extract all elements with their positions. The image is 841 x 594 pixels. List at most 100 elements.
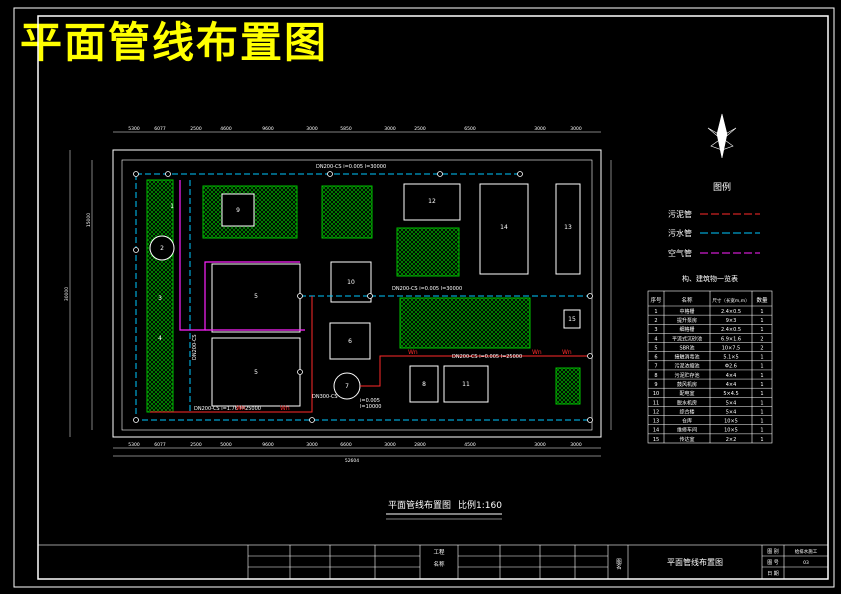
table-cell: 1	[760, 391, 763, 397]
table-cell: 10	[653, 391, 659, 397]
table-cell: 2×2	[726, 437, 737, 443]
dim-total: 52604	[345, 458, 359, 464]
unit-number: 14	[500, 224, 508, 231]
unit-number: 2	[160, 245, 164, 252]
drawing-name-label: 图名	[615, 557, 622, 571]
table-cell: 4×4	[726, 373, 737, 379]
unit-11	[443, 365, 489, 403]
pipe-label-tank-level: i=0.005	[360, 398, 380, 404]
dim-top: 5850	[340, 126, 352, 132]
table-cell: 8	[654, 373, 657, 379]
project-label: 工程	[433, 548, 445, 556]
table-cell: 10×5	[724, 428, 738, 434]
table-cell: 14	[653, 428, 659, 434]
table-cell: 污泥浓缩池	[674, 363, 699, 370]
unit-5b-sbr	[211, 337, 301, 407]
unit-number: 3	[158, 295, 162, 302]
table-cell: 6	[654, 355, 657, 361]
drawing-main-title: 平面管线布置图	[20, 18, 329, 67]
dim-top: 5300	[128, 126, 140, 132]
dim-left: 30000	[64, 287, 70, 301]
table-cell: 5.1×5	[723, 355, 738, 361]
unit-10	[330, 261, 372, 303]
table-header: 尺寸（长宽m,m）	[712, 297, 749, 304]
dim-bottom: 5300	[128, 442, 140, 448]
dim-top: 9600	[262, 126, 274, 132]
unit-number: 7	[345, 383, 349, 390]
unit-number: 6	[348, 338, 352, 345]
unit-number: 13	[564, 224, 572, 231]
table-cell: 1	[760, 428, 763, 434]
table-title: 构、建筑物一览表	[682, 274, 738, 283]
sludge-tag: Wn	[236, 405, 246, 412]
dim-bottom: 6077	[154, 442, 166, 448]
tb-row-value: 给排水施工	[795, 548, 818, 555]
plan-scale: 比例1:160	[458, 499, 502, 511]
table-cell: 2	[760, 345, 763, 351]
unit-number: 5	[254, 369, 258, 376]
legend-item: 污水管	[668, 228, 760, 238]
table-header: 数量	[756, 296, 768, 304]
dim-top: 3000	[306, 126, 318, 132]
table-cell: 鼓风机房	[677, 381, 697, 388]
unit-6	[329, 322, 371, 360]
table-cell: 9	[654, 382, 657, 388]
table-cell: 1	[654, 309, 657, 315]
table-cell: 2	[760, 336, 763, 342]
table-cell: 1	[760, 437, 763, 443]
project-value: 名称	[433, 560, 445, 568]
table-grid	[647, 290, 773, 444]
table-cell: 12	[653, 409, 659, 415]
pipe-label-tank: DN300-CS	[312, 394, 338, 400]
pipe-label-mid-right: DN200-CS i=0.005 l=25000	[452, 354, 522, 360]
table-cell: 维修车间	[677, 427, 697, 434]
unit-2-pump-circle	[149, 235, 175, 261]
table-cell: 提升泵房	[677, 317, 697, 324]
table-cell: 1	[760, 419, 763, 425]
table-cell: 细格栅	[679, 326, 694, 333]
table-cell: 传达室	[679, 436, 694, 443]
green-belt-d	[399, 297, 531, 349]
dim-left: 15000	[86, 213, 92, 227]
unit-8	[409, 365, 439, 403]
dim-top: 6500	[464, 126, 476, 132]
manholes	[133, 171, 593, 423]
unit-5a-sbr	[211, 263, 301, 333]
unit-number: 5	[254, 293, 258, 300]
dimension-lines	[69, 131, 612, 457]
dim-bottom: 3000	[306, 442, 318, 448]
unit-15	[563, 309, 581, 329]
dim-bottom: 3000	[570, 442, 582, 448]
table-cell: 7	[654, 364, 657, 370]
table-cell: 15	[653, 437, 659, 443]
dim-bottom: 4500	[464, 442, 476, 448]
drawing-name: 平面管线布置图	[667, 557, 723, 567]
table-cell: 配电室	[679, 390, 694, 397]
site-boundary-outer	[112, 149, 602, 438]
dim-top: 4600	[220, 126, 232, 132]
dim-bottom: 5000	[220, 442, 232, 448]
unit-12	[403, 183, 461, 221]
unit-9-blower-room	[221, 193, 255, 227]
unit-number: 15	[568, 316, 576, 323]
table-cell: 4×4	[726, 382, 737, 388]
plan-caption: 平面管线布置图	[388, 499, 451, 511]
green-belt-e	[555, 367, 581, 405]
table-cell: 平流式沉砂池	[672, 335, 702, 342]
table-cell: 3	[654, 327, 657, 333]
pipe-label-mid-left: DN200-CS i=0.005 l=30000	[392, 286, 462, 292]
unit-number: 10	[347, 279, 355, 286]
table-cell: 2.4×0.5	[721, 309, 741, 315]
table-cell: 1	[760, 355, 763, 361]
sludge-tag: Wn	[532, 349, 542, 356]
sludge-tag: Wn	[280, 405, 290, 412]
green-belt-b	[321, 185, 373, 239]
dim-top: 6077	[154, 126, 166, 132]
sludge-pipes	[150, 296, 590, 413]
dim-bottom: 2500	[190, 442, 202, 448]
table-cell: 1	[760, 327, 763, 333]
tb-row-label: 图 别	[767, 548, 779, 555]
unit-13	[555, 183, 581, 275]
north-arrow-icon	[707, 113, 737, 159]
